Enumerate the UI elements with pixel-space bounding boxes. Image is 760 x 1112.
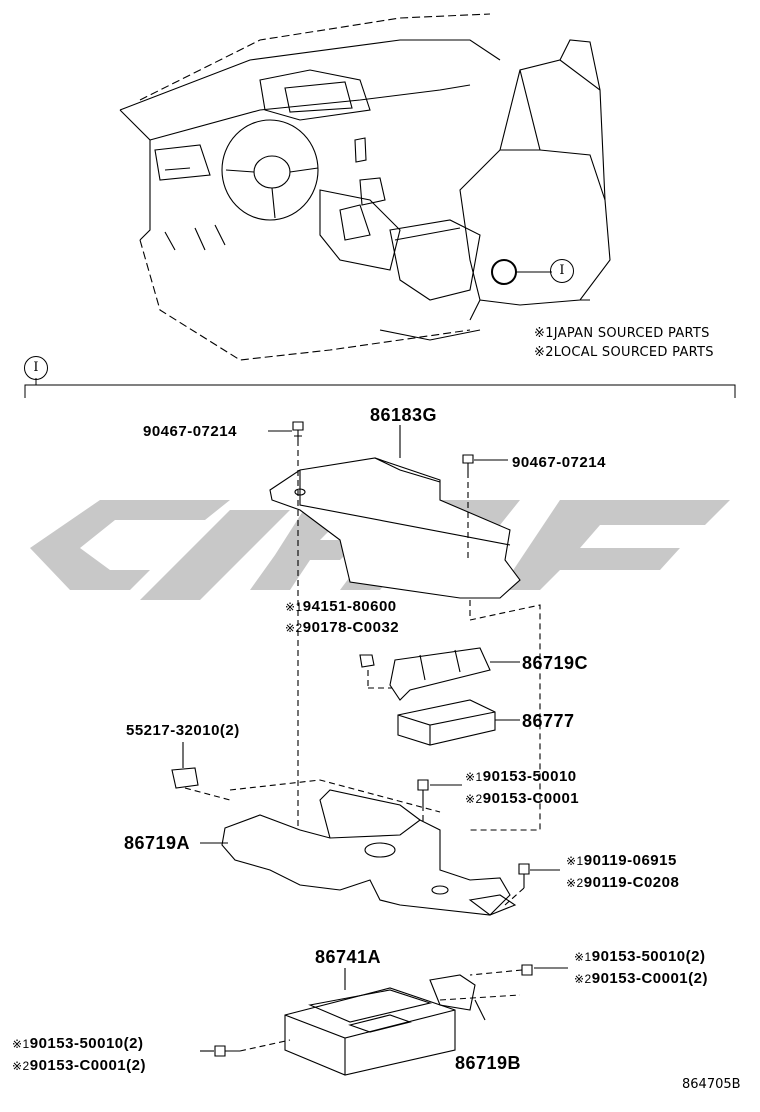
note-2-mark: ※2 [534,345,554,360]
label-bolt2-1: ※190119-06915 [566,852,677,869]
screw-mark-1: ※1 [465,770,483,784]
left-screw-mark-2: ※2 [12,1059,30,1073]
view-ref-callout-section: I [24,356,48,380]
right-screw-mark-2: ※2 [574,972,592,986]
bolt2-part-1: 90119-06915 [583,852,677,869]
parts-exploded [171,421,568,1076]
screw-mark-2: ※2 [465,792,483,806]
label-bolt-left: 90467-07214 [143,423,237,440]
label-screw-1: ※190153-50010 [465,768,577,785]
right-screw-mark-1: ※1 [574,950,592,964]
label-bolt-right: 90467-07214 [512,454,606,471]
label-screw-2: ※290153-C0001 [465,790,579,807]
nut-mark-1: ※1 [285,600,303,614]
label-86719A: 86719A [124,833,191,853]
note-1-mark: ※1 [534,326,554,341]
left-screw-part-2: 90153-C0001(2) [29,1057,146,1074]
label-left-screw-1: ※190153-50010(2) [12,1035,144,1052]
left-screw-part-1: 90153-50010(2) [29,1035,144,1052]
label-86719C: 86719C [522,653,589,673]
bolt2-mark-1: ※1 [566,854,584,868]
label-left-screw-2: ※290153-C0001(2) [12,1057,146,1074]
note-1-text: JAPAN SOURCED PARTS [553,326,710,341]
label-clip: 55217-32010(2) [126,722,240,739]
label-nut-2: ※290178-C0032 [285,619,399,636]
right-screw-part-2: 90153-C0001(2) [591,970,708,987]
label-right-screw-2: ※290153-C0001(2) [574,970,708,987]
view-ref-callout-top: I [550,259,574,283]
note-2-text: LOCAL SOURCED PARTS [553,345,714,360]
bolt2-mark-2: ※2 [566,876,584,890]
bolt2-part-2: 90119-C0208 [583,874,680,891]
label-86741A: 86741A [315,947,382,967]
nut-mark-2: ※2 [285,621,303,635]
note-local-sourced: ※2LOCAL SOURCED PARTS [534,345,714,360]
view-bracket [24,378,736,398]
nut-part-1: 94151-80600 [302,598,397,615]
label-86719B: 86719B [455,1053,522,1073]
label-86777: 86777 [522,711,575,731]
left-screw-mark-1: ※1 [12,1037,30,1051]
vehicle-interior-illustration [119,13,611,361]
label-86183G: 86183G [370,405,438,425]
label-nut-1: ※194151-80600 [285,598,397,615]
label-right-screw-1: ※190153-50010(2) [574,948,706,965]
screw-part-2: 90153-C0001 [482,790,580,807]
diagram-code: 864705B [682,1077,741,1092]
label-bolt2-2: ※290119-C0208 [566,874,679,891]
nut-part-2: 90178-C0032 [302,619,400,636]
right-screw-part-1: 90153-50010(2) [591,948,706,965]
note-japan-sourced: ※1JAPAN SOURCED PARTS [534,326,710,341]
screw-part-1: 90153-50010 [482,768,577,785]
